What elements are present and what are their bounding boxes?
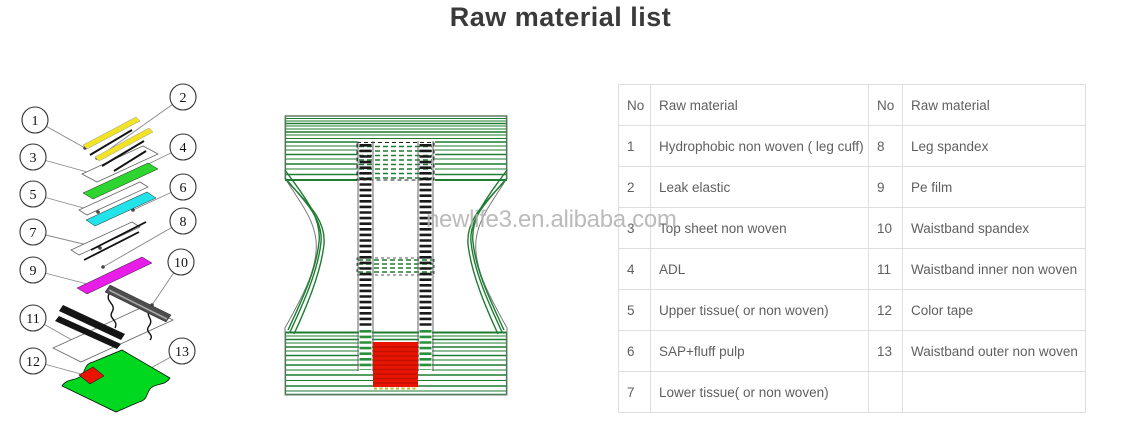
cell-no: 13 (868, 330, 903, 372)
header-material-2: Raw material (902, 84, 1086, 126)
layer-color-tape (78, 366, 105, 385)
cell-no: 3 (618, 207, 651, 249)
callout-3: 3 (30, 151, 37, 166)
callout-circles: 1 2 3 4 5 6 7 8 9 10 11 12 13 (19, 83, 197, 375)
cell-material: Waistband inner non woven (902, 248, 1086, 290)
cell-material (902, 371, 1086, 413)
red-tape-area (373, 342, 418, 390)
cell-material: Top sheet non woven (650, 207, 869, 249)
cell-no: 7 (618, 371, 651, 413)
cell-material: Waistband spandex (902, 207, 1086, 249)
cell-material: Lower tissue( or non woven) (650, 371, 869, 413)
cell-no: 4 (618, 248, 651, 290)
cell-material: ADL (650, 248, 869, 290)
leg-cuff-channels (357, 141, 434, 371)
layer-lower-tissue (70, 221, 141, 256)
header-material-1: Raw material (650, 84, 869, 126)
cell-no: 1 (618, 125, 651, 167)
cell-material: Waistband outer non woven (902, 330, 1086, 372)
cell-no: 10 (868, 207, 903, 249)
diaper-silhouette-outline (284, 115, 508, 396)
table-row: 6 SAP+fluff pulp 13 Waistband outer non … (618, 330, 1086, 372)
table-row: 7 Lower tissue( or non woven) (618, 371, 1086, 413)
cell-no: 5 (618, 289, 651, 331)
raw-material-table: No Raw material No Raw material 1 Hydrop… (618, 84, 1086, 413)
layer-leg-cuff-strips (82, 116, 154, 162)
cell-material: Pe film (902, 166, 1086, 208)
spandex-squiggle-lines (107, 293, 152, 341)
table-row: 4 ADL 11 Waistband inner non woven (618, 248, 1086, 290)
callout-6: 6 (180, 181, 187, 196)
cell-no: 12 (868, 289, 903, 331)
layer-upper-tissue (78, 181, 149, 216)
cell-no: 6 (618, 330, 651, 372)
callout-5: 5 (30, 188, 37, 203)
cell-no: 11 (868, 248, 903, 290)
cell-material: Upper tissue( or non woven) (650, 289, 869, 331)
cell-material: SAP+fluff pulp (650, 330, 869, 372)
callout-1: 1 (32, 114, 39, 129)
cell-material: Hydrophobic non woven ( leg cuff) (650, 125, 869, 167)
callout-10: 10 (174, 256, 188, 271)
watermark-text: newlife3.en.alibaba.com (426, 206, 677, 233)
layer-waistband-spandex (104, 284, 172, 323)
header-no-1: No (618, 84, 651, 126)
cell-no: 2 (618, 166, 651, 208)
layer-sap-fluff-pulp (85, 191, 157, 227)
table-header-row: No Raw material No Raw material (618, 84, 1086, 126)
callout-8: 8 (180, 215, 187, 230)
header-no-2: No (868, 84, 903, 126)
layer-pe-film (76, 256, 153, 295)
leg-curve-green-lines (284, 169, 508, 335)
cell-no (868, 371, 903, 413)
layer-waistband-strips (55, 305, 125, 349)
callout-12: 12 (26, 355, 40, 370)
callout-4: 4 (180, 141, 187, 156)
cell-material: Leg spandex (902, 125, 1086, 167)
callout-2: 2 (180, 91, 187, 106)
layer-leak-elastic-lines (89, 129, 147, 172)
table-row: 1 Hydrophobic non woven ( leg cuff) 8 Le… (618, 125, 1086, 167)
callout-11: 11 (26, 312, 39, 327)
cell-material: Leak elastic (650, 166, 869, 208)
cell-material: Color tape (902, 289, 1086, 331)
cell-no: 9 (868, 166, 903, 208)
diaper-top-view-diagram (284, 115, 508, 396)
callout-7: 7 (30, 226, 37, 241)
layer-leg-spandex-lines (83, 221, 147, 261)
page-title: Raw material list (449, 2, 672, 32)
table-row: 2 Leak elastic 9 Pe film (618, 166, 1086, 208)
cell-no: 8 (868, 125, 903, 167)
layer-backsheet-hourglass (61, 349, 171, 413)
table-row: 5 Upper tissue( or non woven) 12 Color t… (618, 289, 1086, 331)
callout-13: 13 (175, 345, 189, 360)
layer-adl (82, 162, 159, 200)
bottom-crotch-dashed-zone (356, 257, 435, 276)
exploded-layers-diagram: 1 2 3 4 5 6 7 8 9 10 11 12 13 (19, 83, 197, 413)
table-row: 3 Top sheet non woven 10 Waistband spand… (618, 207, 1086, 249)
callout-9: 9 (30, 264, 37, 279)
